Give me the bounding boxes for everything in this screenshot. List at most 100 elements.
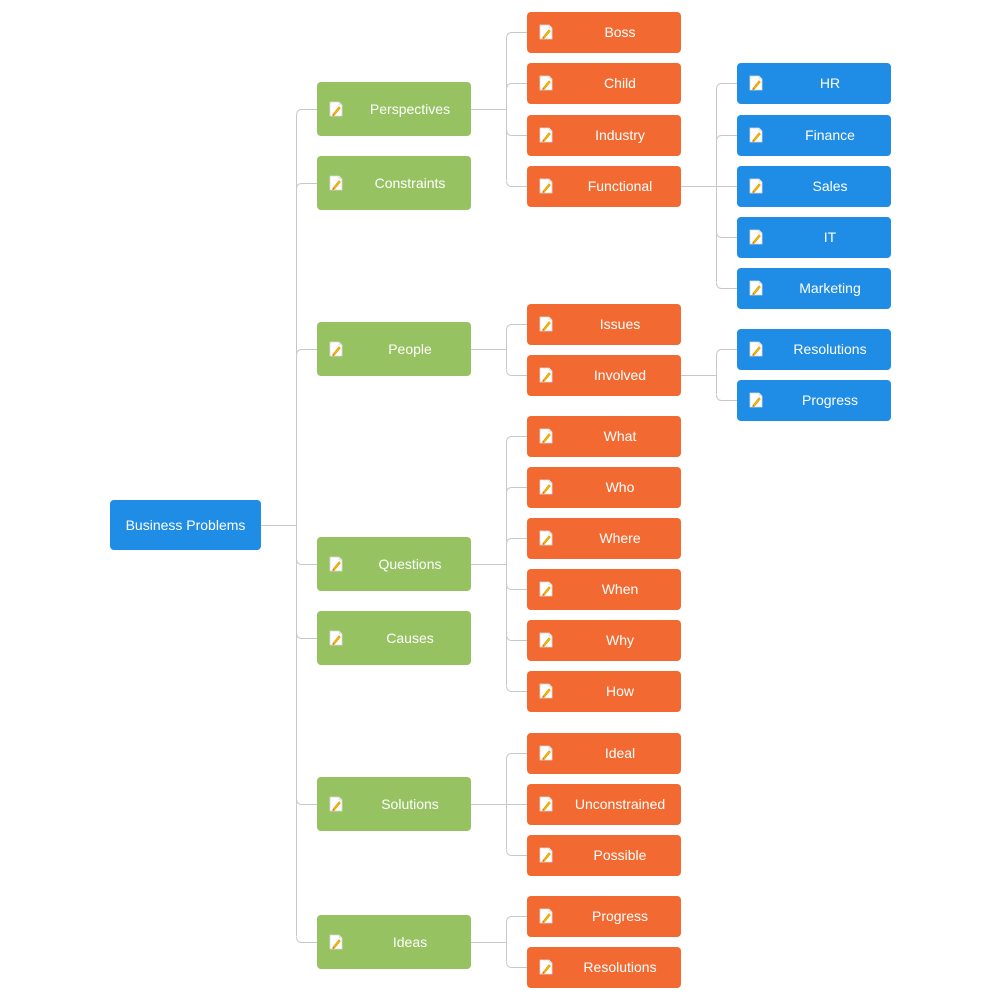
note-icon xyxy=(749,229,763,245)
note-icon xyxy=(329,934,343,950)
node-unconstrained[interactable]: Unconstrained xyxy=(527,783,681,825)
node-label: IT xyxy=(823,229,837,245)
note-icon xyxy=(749,75,763,91)
node-label: Boss xyxy=(604,24,636,40)
node-sales[interactable]: Sales xyxy=(737,165,891,207)
node-label: Why xyxy=(606,632,634,648)
node-label: Questions xyxy=(378,556,442,572)
note-icon xyxy=(539,24,553,40)
note-icon xyxy=(329,175,343,191)
note-icon xyxy=(749,392,763,408)
connector-branch xyxy=(716,349,737,356)
connector-branch xyxy=(506,129,527,136)
node-where[interactable]: Where xyxy=(527,517,681,559)
note-icon xyxy=(539,959,553,975)
node-label: Perspectives xyxy=(369,101,451,117)
node-label: How xyxy=(605,683,634,699)
node-industry[interactable]: Industry xyxy=(527,114,681,156)
connector-branch xyxy=(296,936,317,943)
node-progress[interactable]: Progress xyxy=(737,379,891,421)
connector-branch xyxy=(506,849,527,856)
node-label: Child xyxy=(604,75,636,91)
connector-branch xyxy=(716,282,737,289)
connector-branch xyxy=(506,487,527,494)
node-questions[interactable]: Questions xyxy=(317,537,471,591)
node-who[interactable]: Who xyxy=(527,466,681,508)
connector-branch xyxy=(506,538,527,545)
node-resolutions[interactable]: Resolutions xyxy=(737,328,891,370)
node-marketing[interactable]: Marketing xyxy=(737,267,891,309)
node-progress[interactable]: Progress xyxy=(527,895,681,937)
connector-branch xyxy=(296,349,317,356)
node-label: Business Problems xyxy=(125,517,246,533)
note-icon xyxy=(539,367,553,383)
connector-branch xyxy=(506,369,527,376)
root-node[interactable]: Business Problems xyxy=(110,500,261,550)
connector-branch xyxy=(506,32,527,39)
node-hr[interactable]: HR xyxy=(737,62,891,104)
connector-branch xyxy=(296,798,317,805)
note-icon xyxy=(329,101,343,117)
node-label: HR xyxy=(819,75,841,91)
connector-branch xyxy=(506,324,527,331)
note-icon xyxy=(539,581,553,597)
node-finance[interactable]: Finance xyxy=(737,114,891,156)
node-label: Marketing xyxy=(799,280,861,296)
node-functional[interactable]: Functional xyxy=(527,165,681,207)
node-it[interactable]: IT xyxy=(737,216,891,258)
connector-branch xyxy=(716,135,737,142)
node-causes[interactable]: Causes xyxy=(317,611,471,665)
node-label: Constraints xyxy=(374,175,446,191)
node-why[interactable]: Why xyxy=(527,619,681,661)
node-label: Where xyxy=(599,530,641,546)
node-label: Solutions xyxy=(381,796,439,812)
node-label: When xyxy=(601,581,639,597)
node-label: Finance xyxy=(805,127,855,143)
node-issues[interactable]: Issues xyxy=(527,303,681,345)
node-label: Issues xyxy=(599,316,641,332)
connector-branch xyxy=(296,632,317,639)
node-how[interactable]: How xyxy=(527,670,681,712)
node-resolutions[interactable]: Resolutions xyxy=(527,946,681,988)
node-ideal[interactable]: Ideal xyxy=(527,732,681,774)
note-icon xyxy=(539,908,553,924)
note-icon xyxy=(749,178,763,194)
note-icon xyxy=(539,479,553,495)
connector-branch xyxy=(296,183,317,190)
note-icon xyxy=(539,316,553,332)
node-boss[interactable]: Boss xyxy=(527,11,681,53)
node-label: Sales xyxy=(812,178,848,194)
node-ideas[interactable]: Ideas xyxy=(317,915,471,969)
note-icon xyxy=(539,75,553,91)
note-icon xyxy=(539,127,553,143)
node-label: Ideal xyxy=(604,745,636,761)
node-label: Who xyxy=(605,479,635,495)
node-child[interactable]: Child xyxy=(527,62,681,104)
node-when[interactable]: When xyxy=(527,568,681,610)
connector-branch xyxy=(716,83,737,90)
connector-branch xyxy=(716,231,737,238)
note-icon xyxy=(329,556,343,572)
connector-branch xyxy=(506,916,527,923)
node-label: Involved xyxy=(593,367,647,383)
note-icon xyxy=(539,745,553,761)
note-icon xyxy=(329,630,343,646)
node-label: Resolutions xyxy=(583,959,657,975)
connector-branch xyxy=(506,753,527,760)
node-people[interactable]: People xyxy=(317,322,471,376)
node-solutions[interactable]: Solutions xyxy=(317,777,471,831)
node-label: Ideas xyxy=(392,934,428,950)
note-icon xyxy=(749,280,763,296)
connector-branch xyxy=(506,583,527,590)
node-what[interactable]: What xyxy=(527,415,681,457)
connector-branch xyxy=(506,634,527,641)
node-possible[interactable]: Possible xyxy=(527,834,681,876)
node-constraints[interactable]: Constraints xyxy=(317,156,471,210)
note-icon xyxy=(749,127,763,143)
node-involved[interactable]: Involved xyxy=(527,354,681,396)
node-perspectives[interactable]: Perspectives xyxy=(317,82,471,136)
note-icon xyxy=(539,530,553,546)
node-label: Causes xyxy=(386,630,434,646)
